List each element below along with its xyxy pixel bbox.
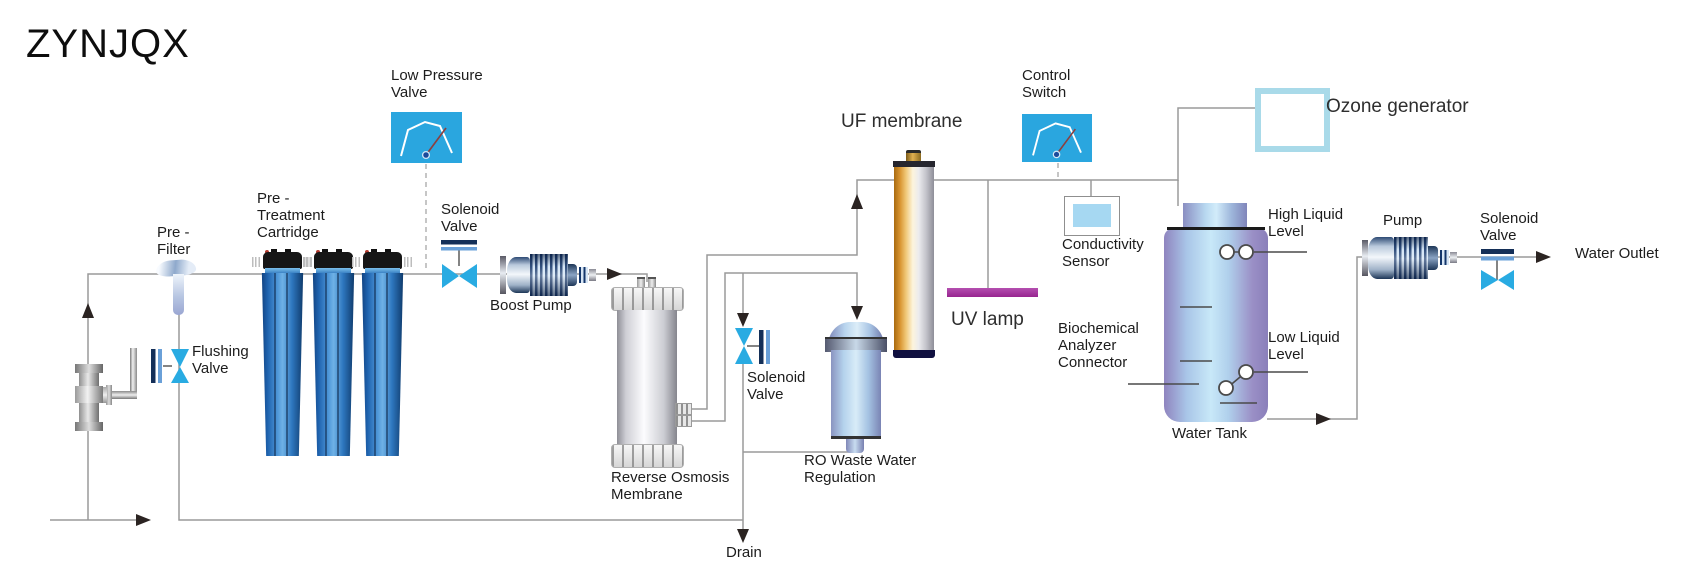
control-switch-gauge [1022,114,1092,162]
solenoid-valve-1-icon [442,264,459,288]
gauge-dial-icon [400,120,453,160]
pre-filter-graphic [155,258,198,317]
diagram-title: ZYNJQX [26,22,190,66]
label-pre-filter: Pre - Filter [157,224,191,258]
label-drain: Drain [726,544,762,561]
label-low-liquid-level: Low Liquid Level [1268,329,1340,363]
label-ozone-generator: Ozone generator [1326,96,1469,117]
ozone-generator-graphic [1255,88,1330,152]
label-ro-waste-water-regulation: RO Waste Water Regulation [804,452,917,486]
label-low-pressure-valve: Low Pressure Valve [391,67,483,101]
low-pressure-valve-gauge [391,112,462,163]
flushing-valve-icon [171,349,189,367]
label-conductivity-sensor: Conductivity Sensor [1062,236,1144,270]
label-pre-treatment-cartridge: Pre - Treatment Cartridge [257,190,325,241]
label-flushing-valve: Flushing Valve [192,343,249,377]
solenoid-valve-3-icon [1481,270,1498,290]
boost-pump-graphic [500,254,600,296]
gauge-dial-icon [1032,122,1082,159]
dashed-connectors [425,163,1059,272]
ro-waste-water-regulation-graphic [825,320,887,454]
conductivity-sensor-graphic [1064,196,1120,236]
inlet-ball-valve [70,345,140,433]
label-biochemical-analyzer-connector: Biochemical Analyzer Connector [1058,320,1139,371]
solenoid-valve-2-icon [735,328,753,346]
uv-lamp-graphic [947,288,1038,297]
label-pump: Pump [1383,212,1423,229]
sensor-lines [1128,251,1308,404]
water-tank-graphic [1164,200,1268,422]
valve-bowties [171,264,1514,383]
reverse-osmosis-membrane-graphic [609,276,692,469]
valve-handle-icon [130,348,137,395]
uf-membrane-graphic [893,149,935,358]
label-solenoid-valve-3: Solenoid Valve [1480,210,1539,244]
low-level-sensor-icon [1218,380,1234,396]
label-water-outlet: Water Outlet [1575,245,1659,262]
label-uv-lamp: UV lamp [951,309,1024,330]
label-control-switch: Control Switch [1022,67,1071,101]
pre-treatment-cartridge-2 [303,249,355,456]
label-water-tank: Water Tank [1172,425,1248,442]
outlet-pump-graphic [1362,237,1462,279]
solenoid-coils [151,240,1514,383]
label-solenoid-valve-2: Solenoid Valve [747,369,806,403]
label-high-liquid-level: High Liquid Level [1268,206,1344,240]
pre-treatment-cartridge-3 [352,249,412,456]
flow-arrows [82,194,1551,543]
label-boost-pump: Boost Pump [490,297,572,314]
pre-treatment-cartridge-1 [252,249,312,456]
label-solenoid-valve-1: Solenoid Valve [441,201,500,235]
valve-stems [163,249,1498,367]
level-sensor-circles [1218,244,1254,396]
label-reverse-osmosis-membrane: Reverse Osmosis Membrane [611,469,730,503]
high-level-sensor-icon [1219,244,1235,260]
label-uf-membrane: UF membrane [841,111,963,132]
